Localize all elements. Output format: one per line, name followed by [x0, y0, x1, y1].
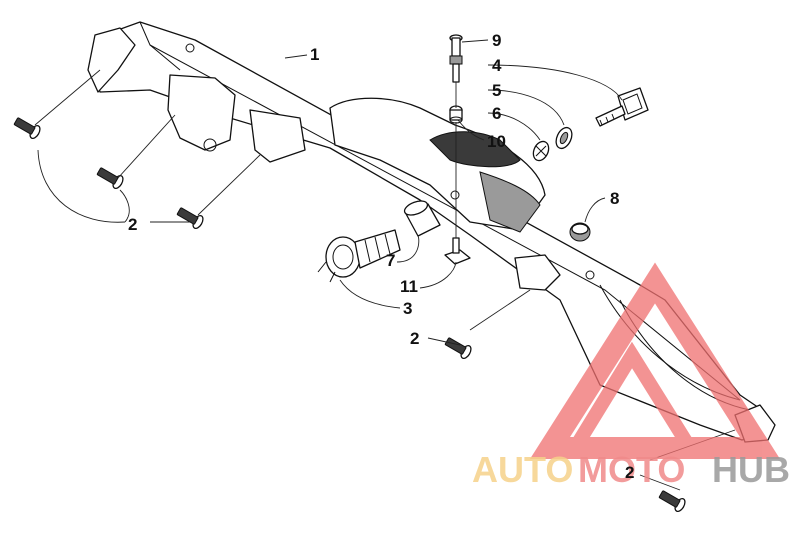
watermark-logo [529, 262, 781, 459]
cap-part-8 [569, 222, 591, 242]
watermark-text: AUTO MOTO HUB [472, 449, 790, 490]
clip-part-11 [444, 237, 471, 265]
callout-10: 10 [487, 132, 506, 151]
screw-2-low-left [176, 207, 204, 230]
leader-lines [34, 39, 736, 491]
callout-8: 8 [610, 189, 619, 208]
watermark-hub: HUB [712, 449, 790, 490]
callout-2-center: 2 [410, 329, 419, 348]
bushing-part-7 [403, 200, 441, 237]
key-part-4 [595, 87, 649, 127]
callout-5: 5 [492, 81, 501, 100]
screw-2-bottom-right [658, 490, 686, 513]
ignition-switch-part-3 [317, 229, 401, 283]
housing-part-1 [87, 21, 776, 443]
nut-part-5 [555, 126, 573, 150]
screw-2-center [444, 337, 472, 360]
callout-labels: 1 2 2 2 3 4 5 6 7 8 9 10 11 [128, 31, 634, 482]
pin-part-9 [449, 34, 463, 83]
callout-7: 7 [386, 251, 395, 270]
screw-2-top-left [13, 117, 41, 140]
callout-2-left: 2 [128, 215, 137, 234]
screw-2-mid-left [96, 167, 124, 190]
watermark-auto: AUTO [472, 449, 573, 490]
callout-11: 11 [400, 277, 418, 296]
callout-9: 9 [492, 31, 501, 50]
callout-1: 1 [310, 45, 319, 64]
grommet-part-10 [449, 105, 463, 124]
callout-6: 6 [492, 104, 501, 123]
washer-part-6 [532, 140, 550, 162]
watermark-moto: MOTO [578, 449, 685, 490]
callout-4: 4 [492, 56, 502, 75]
callout-2-right: 2 [625, 463, 634, 482]
callout-3: 3 [403, 299, 412, 318]
